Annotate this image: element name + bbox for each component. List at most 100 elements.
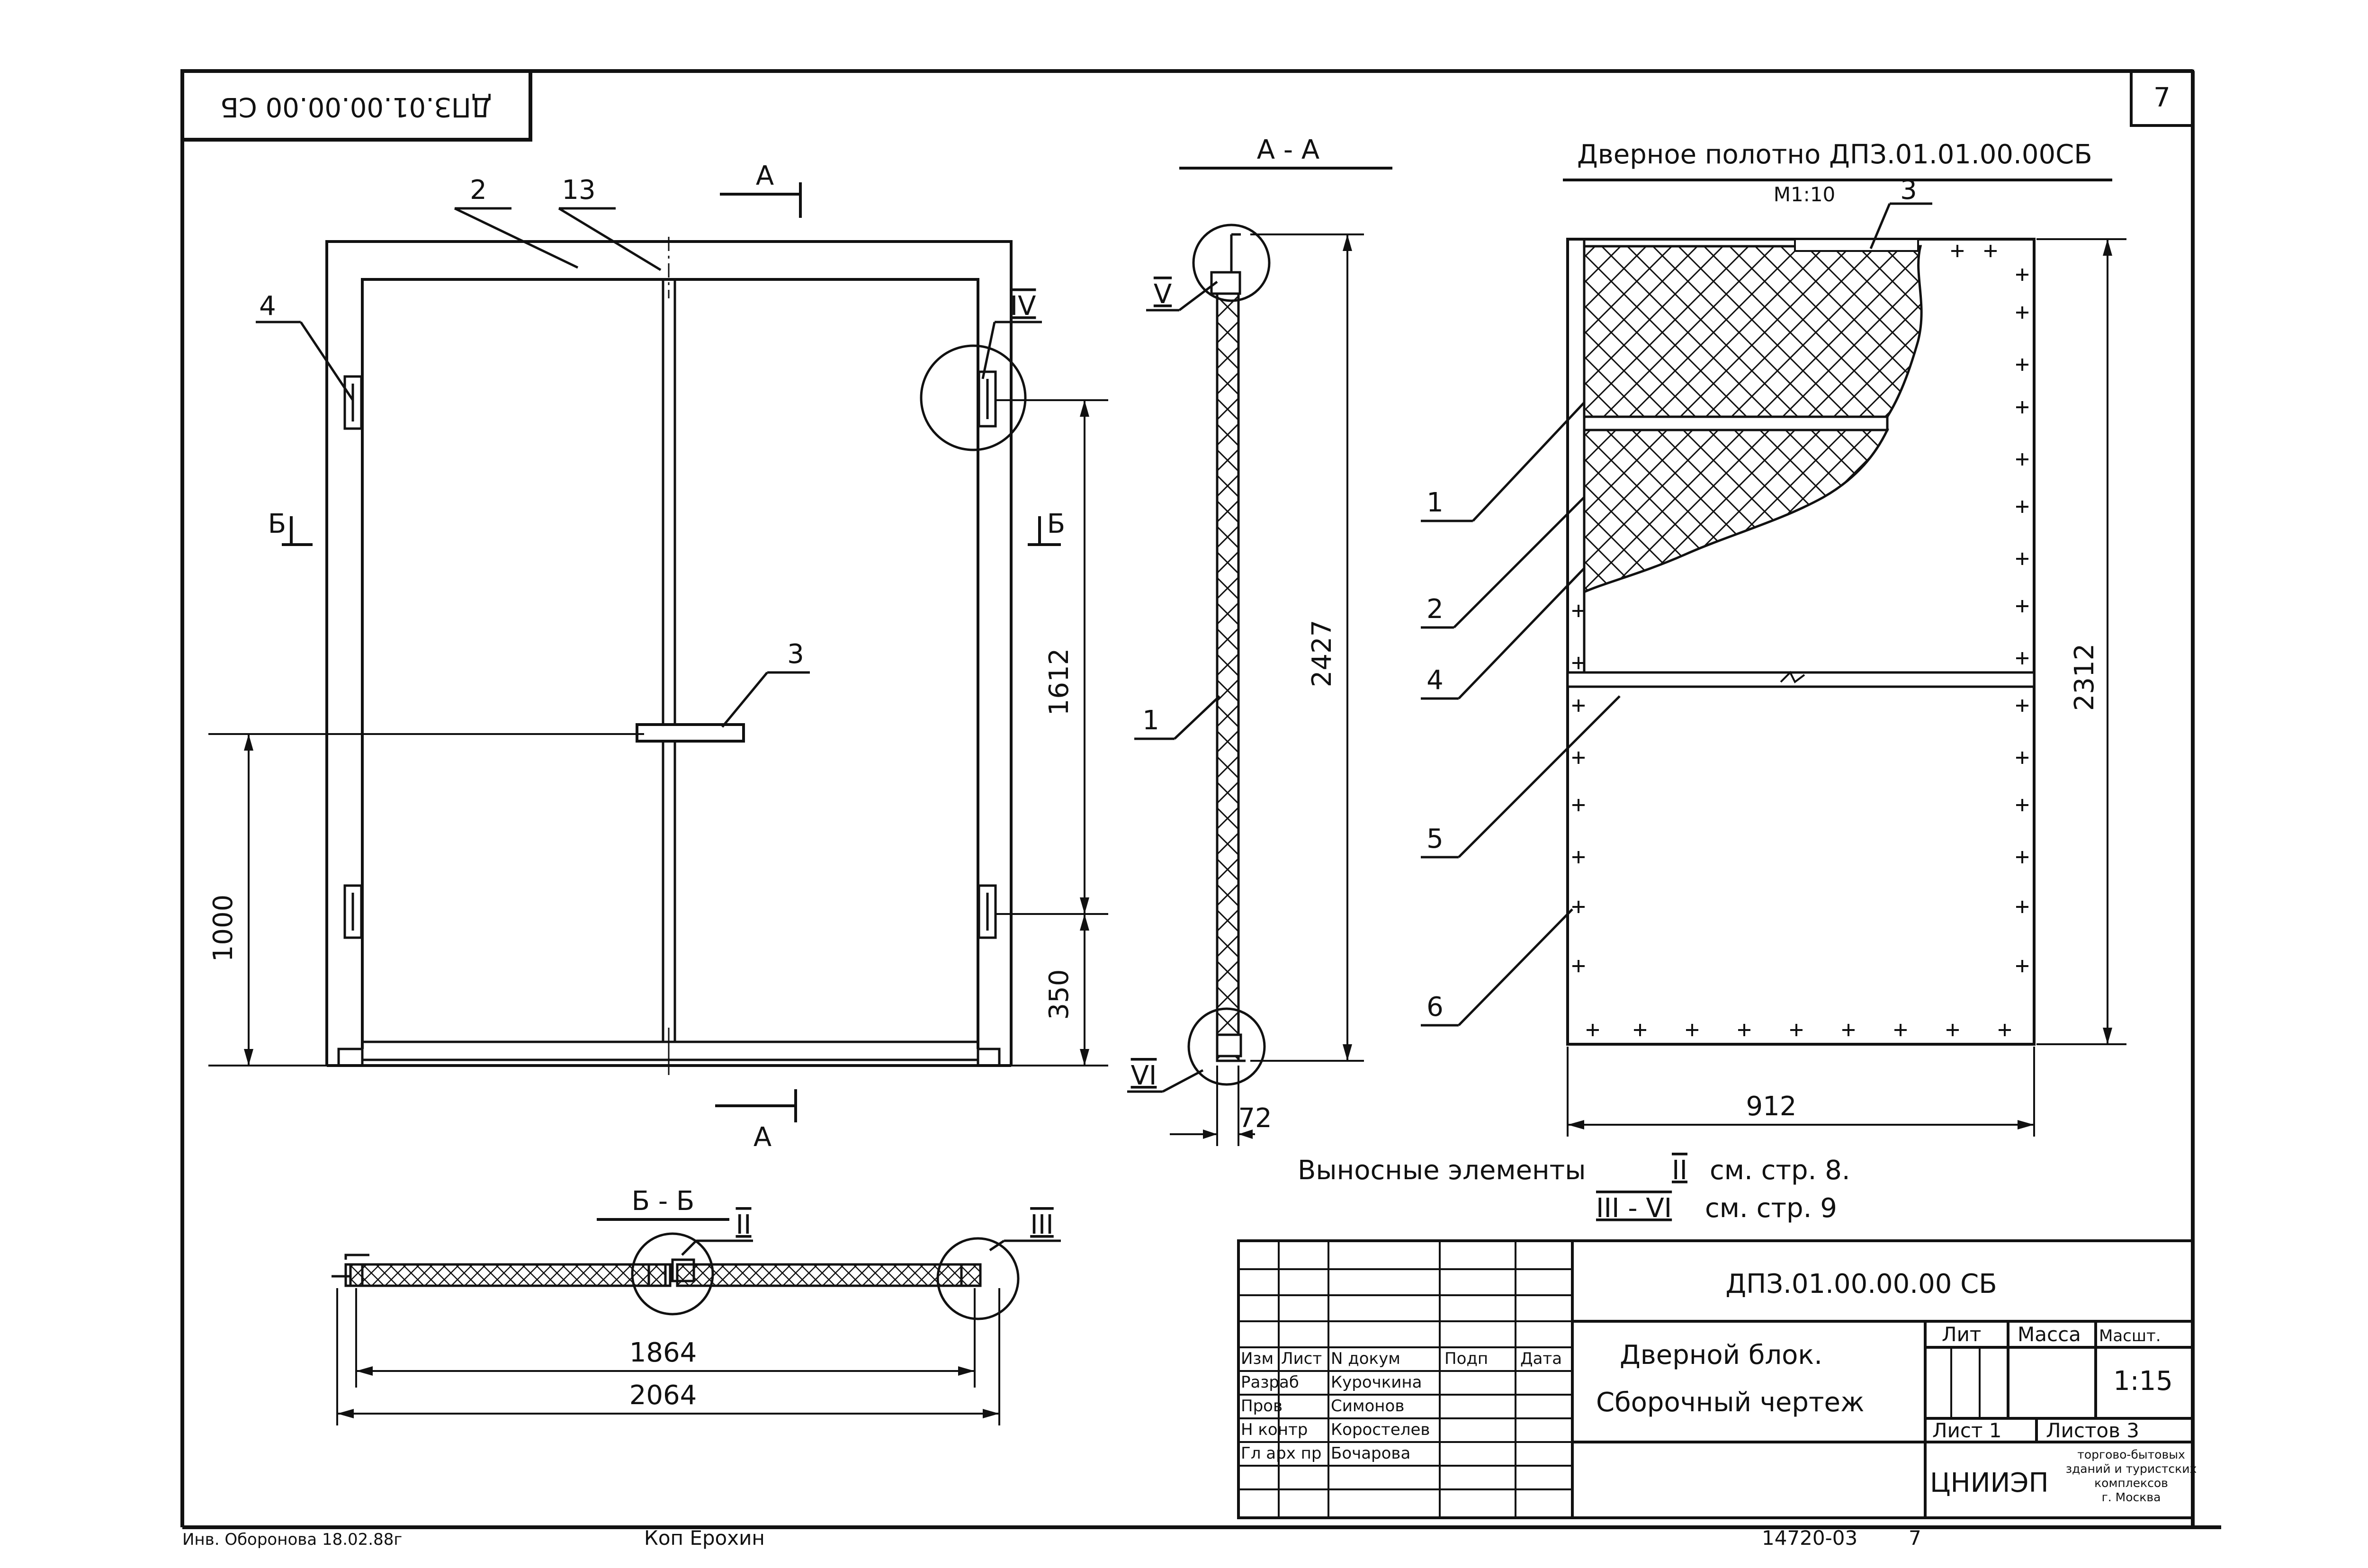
notes-line1-ref: II xyxy=(1672,1155,1687,1186)
section-bb: Б - Б II III xyxy=(332,1186,1061,1425)
door-handle xyxy=(636,723,745,743)
section-bb-leaf-left xyxy=(349,1263,667,1287)
bottom-number: 14720-03 xyxy=(1762,1526,1857,1550)
header-data: Дата xyxy=(1520,1349,1562,1368)
callout-circle-iv xyxy=(920,344,1027,451)
bottom-copied: Коп Ерохин xyxy=(644,1526,765,1550)
door-frame xyxy=(325,237,1013,1075)
notes-line1-prefix: Выносные элементы xyxy=(1298,1155,1586,1186)
door-leaf-filler-hatch xyxy=(1583,245,1923,418)
label-ii: II xyxy=(736,1210,751,1240)
title-header-row: Изм Лист N докум Подп Дата xyxy=(1241,1349,1562,1368)
title-name-line1: Дверной блок. xyxy=(1620,1340,1822,1371)
door-leaf-scale: М1:10 xyxy=(1774,183,1836,206)
name-razrab: Курочкина xyxy=(1331,1373,1422,1392)
leaf-label-6: 6 xyxy=(1426,992,1444,1022)
dim-1864: 1864 xyxy=(629,1337,697,1368)
leaf-label-4: 4 xyxy=(1426,665,1444,696)
dim-2427: 2427 xyxy=(1307,620,1337,688)
section-a-marker-bottom xyxy=(715,1089,797,1122)
hinges xyxy=(343,370,997,939)
label-2: 2 xyxy=(470,175,487,206)
label-v: V xyxy=(1154,279,1172,310)
title-sheets-label: Листов 3 xyxy=(2046,1419,2139,1442)
section-a-bottom-label: A xyxy=(753,1122,771,1153)
section-b-marker-left xyxy=(282,516,313,546)
label-4: 4 xyxy=(259,291,276,322)
label-1-aa: 1 xyxy=(1142,705,1159,736)
org-desc-1: торгово-бытовых xyxy=(2077,1448,2185,1461)
role-prov: Пров xyxy=(1241,1397,1283,1416)
section-a-top-label: A xyxy=(756,161,774,191)
bottom-page: 7 xyxy=(1909,1526,1921,1550)
section-aa-leaf xyxy=(1216,283,1240,1062)
org-desc-3: комплексов xyxy=(2094,1476,2168,1490)
door-leaf-title: Дверное полотно ДПЗ.01.01.00.00СБ xyxy=(1577,139,2092,170)
header-list: Лист xyxy=(1281,1349,1322,1368)
section-aa-title: А - А xyxy=(1257,134,1319,165)
title-scale-value: 1:15 xyxy=(2113,1366,2173,1397)
leaf-label-1: 1 xyxy=(1426,487,1444,518)
dim-350: 350 xyxy=(1044,969,1075,1020)
front-dimensions xyxy=(208,399,1108,1066)
label-iv: IV xyxy=(1010,291,1036,322)
door-leaf-view: Дверное полотно ДПЗ.01.01.00.00СБ М1:10 xyxy=(1421,139,2126,1137)
title-code: ДПЗ.01.00.00.00 СБ xyxy=(1725,1269,1997,1299)
name-glarh: Бочарова xyxy=(1331,1444,1410,1463)
org-desc-4: г. Москва xyxy=(2102,1490,2161,1504)
title-block: ДПЗ.01.00.00.00 СБ Дверной блок. Сборочн… xyxy=(1237,1239,2197,1519)
leaf-label-3: 3 xyxy=(1900,175,1917,206)
page-number-box: 7 xyxy=(2130,70,2194,127)
notes: Выносные элементы II см. стр. 8. III - V… xyxy=(1298,1155,1850,1224)
title-mass-label: Масса xyxy=(2018,1323,2081,1346)
section-b-marker-right xyxy=(1028,516,1061,546)
section-b-left-label: Б xyxy=(268,509,286,539)
title-name-line2: Сборочный чертеж xyxy=(1596,1387,1864,1418)
section-aa: А - А V VI 1 xyxy=(1127,134,1392,1146)
header-izm: Изм xyxy=(1241,1349,1274,1368)
title-sheet-label: Лист 1 xyxy=(1932,1419,2002,1442)
rotated-code: ДПЗ.01.00.00.00 СБ xyxy=(220,91,492,122)
dim-72: 72 xyxy=(1238,1103,1272,1134)
label-13: 13 xyxy=(562,175,595,206)
dim-2064: 2064 xyxy=(629,1380,697,1411)
title-lit-label: Лит xyxy=(1942,1323,1981,1346)
dim-1000: 1000 xyxy=(208,895,239,962)
dim-912: 912 xyxy=(1746,1091,1797,1122)
callout-circle-ii xyxy=(631,1232,714,1316)
front-leaders xyxy=(256,207,1042,728)
callout-circle-v xyxy=(1192,224,1271,302)
callout-circle-vi xyxy=(1187,1007,1266,1086)
role-nkontr: Н контр xyxy=(1241,1420,1308,1439)
section-b-right-label: Б xyxy=(1047,509,1065,539)
title-org: ЦНИИЭП xyxy=(1930,1468,2049,1498)
org-desc-2: зданий и туристских xyxy=(2066,1462,2197,1476)
callout-circle-iii xyxy=(936,1237,1020,1320)
label-3: 3 xyxy=(787,639,804,670)
dim-1612: 1612 xyxy=(1044,648,1075,716)
rotated-code-box: ДПЗ.01.00.00.00 СБ xyxy=(180,69,532,142)
page-number: 7 xyxy=(2153,82,2171,113)
name-prov: Симонов xyxy=(1331,1397,1404,1416)
label-vi: VI xyxy=(1131,1060,1157,1091)
header-ndokum: N докум xyxy=(1331,1349,1400,1368)
notes-line2-text: см. стр. 9 xyxy=(1705,1193,1837,1224)
bottom-signature: Инв. Оборонова 18.02.88г xyxy=(182,1530,402,1549)
leaf-label-5: 5 xyxy=(1426,824,1444,854)
section-bb-leaf-right xyxy=(676,1263,982,1287)
section-bb-title: Б - Б xyxy=(632,1186,695,1217)
nail-marks xyxy=(1572,245,2028,1036)
front-view: 2 13 4 IV 3 A A Б Б xyxy=(208,161,1108,1153)
notes-line2-ref: III - VI xyxy=(1596,1193,1672,1224)
title-scale-label: Масшт. xyxy=(2099,1326,2161,1345)
front-dim-arrows xyxy=(244,400,1089,1066)
title-roles: Разраб Курочкина Пров Симонов Н контр Ко… xyxy=(1241,1373,1430,1463)
leaf-label-2: 2 xyxy=(1426,594,1444,625)
role-razrab: Разраб xyxy=(1241,1373,1299,1392)
name-nkontr: Коростелев xyxy=(1331,1420,1430,1439)
role-glarh: Гл арх пр xyxy=(1241,1444,1321,1463)
label-iii: III xyxy=(1030,1210,1054,1240)
header-podp: Подп xyxy=(1444,1349,1488,1368)
dim-2312: 2312 xyxy=(2069,644,2100,711)
